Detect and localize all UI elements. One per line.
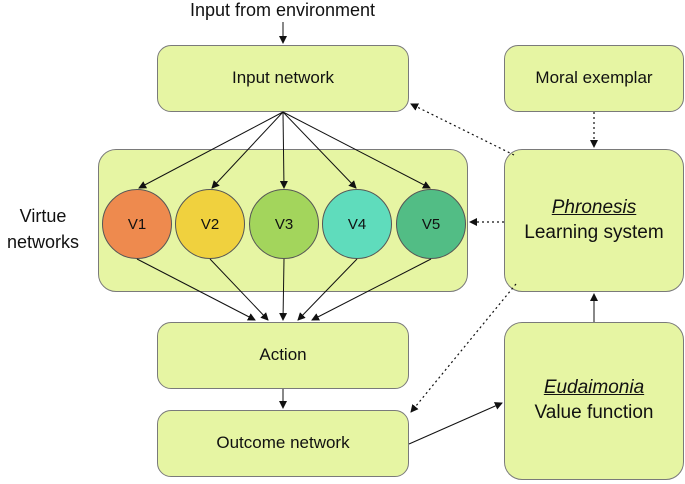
virtue-circle-v5: V5 bbox=[396, 189, 466, 259]
input-network-label: Input network bbox=[231, 68, 335, 88]
moral-exemplar-box: Moral exemplar bbox=[504, 45, 684, 112]
virtue-networks-label: Virtue networks bbox=[0, 203, 86, 255]
arrow-input-to-v2 bbox=[211, 111, 284, 189]
virtue-circle-v1: V1 bbox=[102, 189, 172, 259]
eudaimonia-subtitle: Value function bbox=[534, 402, 654, 423]
virtue-circle-v3: V3 bbox=[249, 189, 319, 259]
arrow-v2-to-action bbox=[209, 258, 269, 321]
virtue-networks-line1: Virtue bbox=[19, 206, 67, 226]
phronesis-title: Phronesis bbox=[551, 196, 637, 218]
virtue-circle-v2: V2 bbox=[175, 189, 245, 259]
virtue-circle-v4: V4 bbox=[322, 189, 392, 259]
action-label: Action bbox=[259, 345, 307, 365]
arrow-v1-to-action bbox=[136, 258, 256, 321]
eudaimonia-title: Eudaimonia bbox=[543, 377, 645, 399]
virtue-label-v4: V4 bbox=[347, 215, 367, 233]
outcome-network-label: Outcome network bbox=[216, 433, 350, 453]
arrow-input-to-v5 bbox=[282, 111, 431, 189]
virtue-label-v5: V5 bbox=[421, 215, 441, 233]
arrow-input-to-v1 bbox=[138, 111, 284, 189]
virtue-networks-line2: networks bbox=[6, 232, 80, 252]
arrow-v5-to-action bbox=[311, 258, 432, 321]
virtue-label-v2: V2 bbox=[200, 215, 220, 233]
arrow-v4-to-action bbox=[297, 258, 358, 321]
eudaimonia-box: Eudaimonia Value function bbox=[504, 322, 684, 480]
arrow-outcome-to-eudaimonia bbox=[408, 402, 503, 445]
input-from-environment-label: Input from environment bbox=[189, 0, 376, 20]
outcome-network-box: Outcome network bbox=[157, 410, 409, 477]
moral-exemplar-label: Moral exemplar bbox=[535, 68, 653, 88]
arrow-input-to-v3 bbox=[279, 111, 288, 189]
dotted-arrow-phronesis-to-outcome bbox=[410, 283, 517, 413]
phronesis-subtitle: Learning system bbox=[524, 221, 664, 243]
action-box: Action bbox=[157, 322, 409, 389]
input-network-box: Input network bbox=[157, 45, 409, 112]
arrow-v3-to-action bbox=[279, 258, 288, 321]
virtue-label-v1: V1 bbox=[127, 215, 147, 233]
virtue-label-v3: V3 bbox=[274, 215, 294, 233]
arrow-input-to-v4 bbox=[282, 111, 357, 189]
phronesis-box: Phronesis Learning system bbox=[504, 149, 684, 292]
dotted-arrow-phronesis-to-input bbox=[410, 103, 515, 156]
